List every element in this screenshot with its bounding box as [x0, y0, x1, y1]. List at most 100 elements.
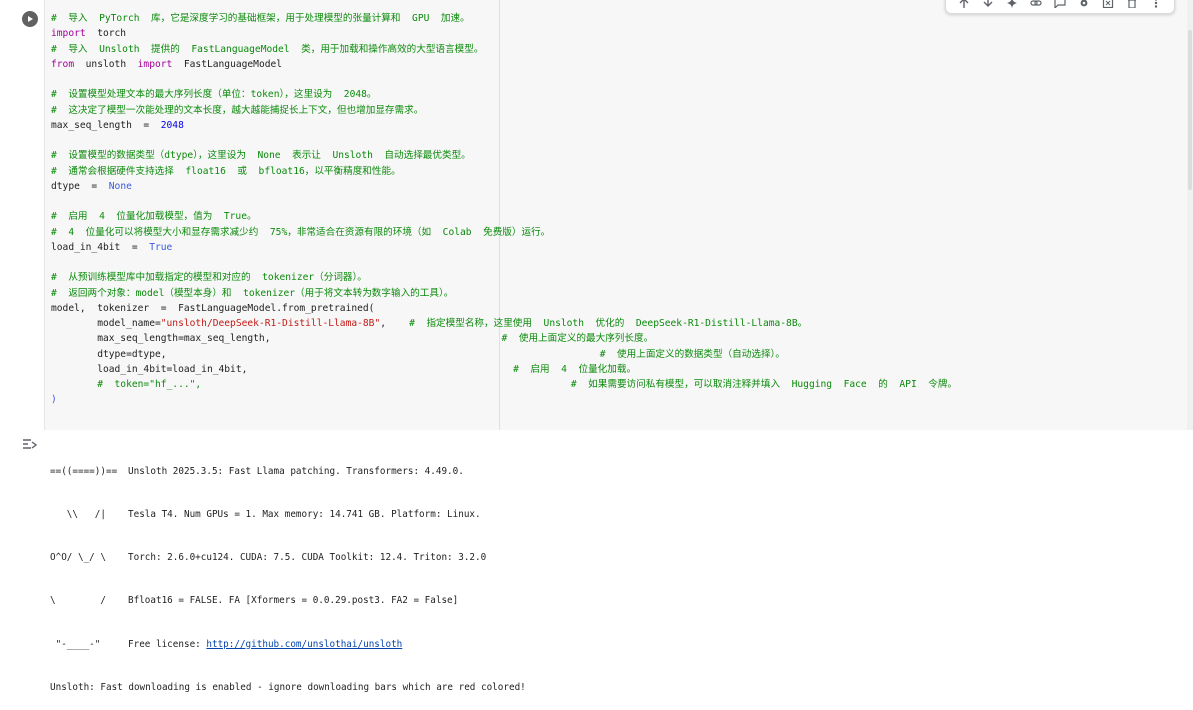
code-line[interactable]: # 启用 4 位量化加载模型，值为 True。 — [51, 209, 957, 224]
code-line[interactable]: # 返回两个对象：model（模型本身）和 tokenizer（用于将文本转为数… — [51, 286, 957, 301]
code-token: # 从预训练模型库中加载指定的模型和对应的 tokenizer（分词器）。 — [51, 272, 367, 284]
run-cell-button[interactable] — [22, 11, 38, 27]
code-token: "unsloth/DeepSeek-R1-Distill-Llama-8B" — [160, 318, 381, 329]
code-line[interactable]: # 从预训练模型库中加载指定的模型和对应的 tokenizer（分词器）。 — [51, 270, 957, 285]
code-token: # 设置模型的数据类型（dtype），这里设为 None 表示让 Unsloth… — [51, 150, 471, 162]
code-token: # 这决定了模型一次能处理的文本长度，越大越能捕捉长上下文，但也增加显存需求。 — [51, 104, 424, 116]
code-token: 2048 — [160, 119, 184, 131]
code-line[interactable] — [51, 133, 957, 148]
license-link[interactable]: http://github.com/unslothai/unsloth — [206, 638, 403, 650]
output-area — [0, 430, 1193, 531]
code-line[interactable]: load_in_4bit=load_in_4bit, # 启用 4 位量化加载。 — [51, 362, 957, 377]
code-line[interactable]: # 设置模型处理文本的最大序列长度（单位：token），这里设为 2048。 — [51, 87, 957, 102]
output-line: ==((====))== Unsloth 2025.3.5: Fast Llama… — [50, 465, 526, 479]
info-line: Torch: 2.6.0+cu124. CUDA: 7.5. CUDA Tool… — [128, 552, 487, 564]
code-token: max_seq_length=max_seq_length, — [51, 333, 502, 345]
arrow-up-icon[interactable] — [958, 0, 970, 8]
code-line[interactable]: # 导入 PyTorch 库，它是深度学习的基础框架，用于处理模型的张量计算和 … — [51, 11, 957, 26]
play-icon — [28, 16, 33, 22]
code-line[interactable] — [51, 72, 957, 87]
code-line[interactable]: # 通常会根据硬件支持选择 float16 或 bfloat16，以平衡精度和性… — [51, 164, 957, 179]
output-line: "-____-" Free license: http://github.com/… — [50, 638, 526, 652]
gemini-sparkle-icon[interactable] — [1006, 0, 1018, 8]
code-line[interactable]: # 4 位量化可以将模型大小和显存需求减少约 75%，非常适合在资源有限的环境（… — [51, 225, 957, 240]
logo-line: \ / — [50, 595, 106, 607]
code-token: # 导入 PyTorch 库，它是深度学习的基础框架，用于处理模型的张量计算和 … — [51, 13, 470, 24]
code-line[interactable] — [51, 194, 957, 209]
code-token — [201, 379, 571, 390]
code-line[interactable]: import torch — [51, 26, 957, 41]
code-token: model_name= — [51, 318, 161, 329]
code-token: , — [380, 318, 410, 329]
code-content[interactable]: # 导入 PyTorch 库，它是深度学习的基础框架，用于处理模型的张量计算和 … — [51, 11, 957, 408]
code-line[interactable]: # 这决定了模型一次能处理的文本长度，越大越能捕捉长上下文，但也增加显存需求。 — [51, 103, 957, 118]
code-line[interactable]: model_name="unsloth/DeepSeek-R1-Distill-… — [51, 316, 957, 331]
code-token: ) — [51, 394, 57, 406]
code-line[interactable]: model, tokenizer = FastLanguageModel.fro… — [51, 301, 957, 316]
code-line[interactable]: from unsloth import FastLanguageModel — [51, 57, 957, 72]
cell-output: ==((====))== Unsloth 2025.3.5: Fast Llama… — [50, 436, 526, 710]
code-token: from — [51, 58, 75, 70]
code-line[interactable]: ) — [51, 392, 957, 407]
mirror-cell-icon[interactable] — [1102, 0, 1114, 8]
code-token: # token="hf_...", — [51, 379, 202, 390]
code-line[interactable]: dtype = None — [51, 179, 957, 194]
cell-toolbar — [945, 0, 1175, 14]
code-token: load_in_4bit=load_in_4bit, — [51, 363, 514, 375]
code-token: unsloth — [74, 58, 138, 70]
code-token: # 如果需要访问私有模型，可以取消注释并填入 Hugging Face 的 AP… — [570, 379, 958, 390]
code-token: # 导入 Unsloth 提供的 FastLanguageModel 类，用于加… — [51, 43, 484, 55]
output-line: O^O/ \_/ \ Torch: 2.6.0+cu124. CUDA: 7.5.… — [50, 551, 526, 565]
code-line[interactable]: max_seq_length = 2048 — [51, 118, 957, 133]
code-token: import — [137, 58, 173, 70]
editor-ruler — [499, 0, 500, 430]
code-token: load_in_4bit = — [51, 241, 150, 253]
code-token: torch — [85, 28, 127, 40]
code-line[interactable]: max_seq_length=max_seq_length, # 使用上面定义的… — [51, 331, 957, 346]
info-line: Tesla T4. Num GPUs = 1. Max memory: 14.7… — [128, 509, 481, 521]
comment-icon[interactable] — [1054, 0, 1066, 8]
output-final-line: Unsloth: Fast downloading is enabled - i… — [50, 681, 526, 693]
code-token: # 启用 4 位量化加载模型，值为 True。 — [51, 211, 257, 223]
info-line: Bfloat16 = FALSE. FA [Xformers = 0.0.29.… — [128, 595, 459, 607]
code-line[interactable]: # 导入 Unsloth 提供的 FastLanguageModel 类，用于加… — [51, 42, 957, 57]
link-icon[interactable] — [1030, 0, 1042, 8]
more-vert-icon[interactable] — [1150, 0, 1162, 8]
arrow-down-icon[interactable] — [982, 0, 994, 8]
code-token: # 返回两个对象：model（模型本身）和 tokenizer（用于将文本转为数… — [51, 287, 454, 299]
output-options-icon[interactable] — [21, 437, 39, 451]
code-line[interactable] — [51, 255, 957, 270]
editor-scrollbar[interactable] — [1187, 0, 1193, 430]
code-token: model, tokenizer = FastLanguageModel.fro… — [51, 302, 375, 314]
code-line[interactable]: # 设置模型的数据类型（dtype），这里设为 None 表示让 Unsloth… — [51, 148, 957, 163]
logo-line: ==((====))== — [50, 465, 118, 477]
code-token: max_seq_length = — [51, 119, 161, 131]
output-line: \ / Bfloat16 = FALSE. FA [Xformers = 0.0.… — [50, 594, 526, 608]
code-token: # 通常会根据硬件支持选择 float16 或 bfloat16，以平衡精度和性… — [51, 165, 401, 177]
code-token: # 启用 4 位量化加载。 — [513, 363, 637, 375]
code-token: # 4 位量化可以将模型大小和显存需求减少约 75%，非常适合在资源有限的环境（… — [51, 226, 551, 238]
code-token: None — [108, 180, 132, 192]
logo-line: "-____-" — [50, 638, 101, 650]
code-token: FastLanguageModel — [172, 58, 283, 70]
code-token: dtype = — [51, 180, 109, 192]
logo-line: O^O/ \_/ \ — [50, 552, 106, 564]
info-line: Unsloth 2025.3.5: Fast Llama patching. T… — [128, 465, 464, 477]
code-token: # 设置模型处理文本的最大序列长度（单位：token），这里设为 2048。 — [51, 89, 377, 101]
code-token: # 指定模型名称，这里使用 Unsloth 优化的 DeepSeek-R1-Di… — [409, 318, 808, 329]
code-line[interactable]: load_in_4bit = True — [51, 240, 957, 255]
code-cell-editor[interactable] — [44, 0, 1190, 430]
code-token: dtype=dtype, — [51, 348, 600, 360]
code-token: import — [51, 28, 86, 40]
code-token: # 使用上面定义的数据类型（自动选择）。 — [599, 348, 785, 360]
code-line[interactable]: dtype=dtype, # 使用上面定义的数据类型（自动选择）。 — [51, 347, 957, 362]
code-token: True — [149, 241, 173, 253]
editor-scrollbar-thumb[interactable] — [1188, 30, 1192, 190]
gear-icon[interactable] — [1078, 0, 1090, 8]
code-token: # 使用上面定义的最大序列长度。 — [501, 333, 654, 345]
logo-line: \\ /| — [50, 509, 106, 521]
code-line[interactable]: # token="hf_...", # 如果需要访问私有模型，可以取消注释并填入… — [51, 377, 957, 392]
output-line: \\ /| Tesla T4. Num GPUs = 1. Max memory:… — [50, 508, 526, 522]
license-label: Free license: — [128, 638, 207, 650]
trash-icon[interactable] — [1126, 0, 1138, 8]
